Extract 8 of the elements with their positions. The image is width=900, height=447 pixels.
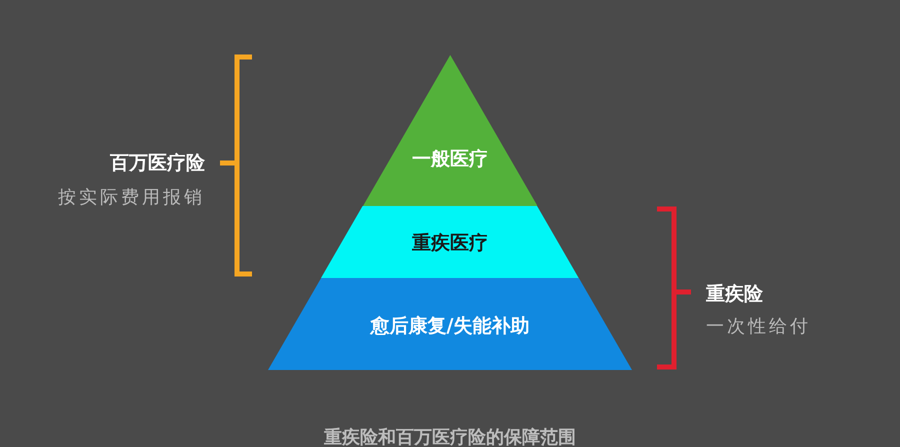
category-label: 百万医疗险: [110, 151, 205, 176]
caption: 重疾险和百万医疗险的保障范围: [323, 426, 577, 447]
pyramid-top: 一般医疗: [362, 55, 538, 206]
description-label: 一次性给付: [706, 315, 811, 338]
pyramid-tier: 愈后康复/失能补助: [268, 278, 632, 370]
description-label: 按实际费用报销: [58, 186, 205, 209]
pyramid-tier: 重疾医疗: [321, 206, 579, 278]
category-label: 重疾险: [706, 282, 763, 307]
